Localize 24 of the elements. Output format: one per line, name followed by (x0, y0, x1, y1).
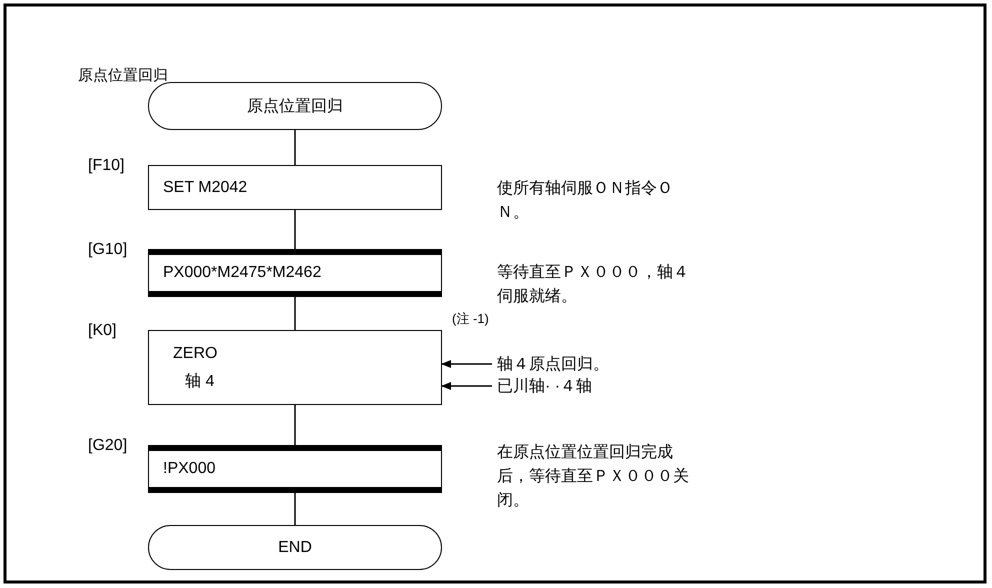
connector-line (294, 297, 296, 330)
comment-text: 在原点位置位置回归完成后，等待直至ＰＸ０００关闭。 (497, 442, 690, 511)
process-box: SET M2042 (148, 165, 442, 210)
step-label: [K0] (88, 322, 116, 340)
terminal-box: END (148, 525, 442, 570)
step-label: [G10] (88, 241, 128, 259)
connector-line (294, 493, 296, 525)
step-label: [G20] (88, 437, 128, 455)
connector-line (294, 130, 296, 165)
note-label: (注 -1) (452, 310, 489, 328)
connector-line (294, 210, 296, 249)
wait-box: !PX000 (148, 445, 442, 493)
comment-text: 轴４原点回归。 (497, 354, 609, 374)
arrow (441, 360, 492, 368)
comment-text: 等待直至ＰＸ０００，轴４伺服就绪。 (497, 262, 690, 307)
comment-text: 已川轴· ·４轴 (497, 376, 592, 396)
comment-text: 使所有轴伺服ＯＮ指令ＯＮ。 (497, 178, 674, 223)
process-box: ZERO 轴 4 (148, 330, 442, 405)
title: 原点位置回归 (78, 66, 168, 85)
arrow (441, 382, 492, 390)
wait-box: PX000*M2475*M2462 (148, 249, 442, 297)
connector-line (294, 405, 296, 445)
step-label: [F10] (88, 157, 124, 175)
terminal-box: 原点位置回归 (148, 82, 442, 130)
